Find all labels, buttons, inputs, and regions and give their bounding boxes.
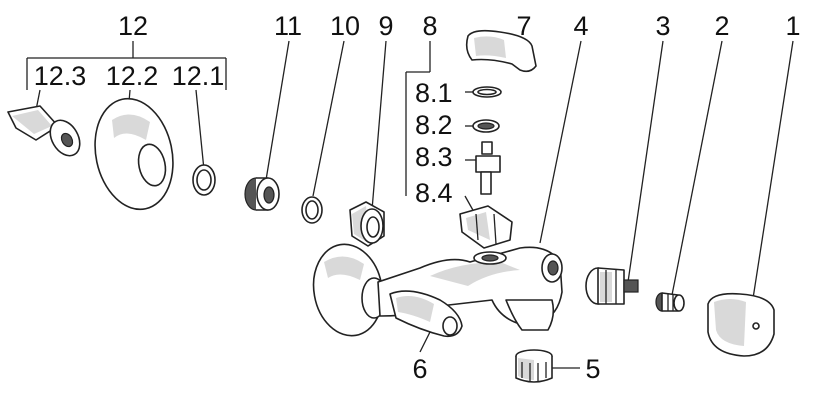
- callout-8-4: 8.4: [415, 178, 453, 208]
- callout-7: 7: [516, 11, 531, 41]
- callout-3: 3: [655, 11, 670, 41]
- part-12-1-ring: [192, 164, 216, 196]
- callout-4: 4: [573, 11, 588, 41]
- part-5-aerator: [515, 349, 553, 383]
- callout-12-1: 12.1: [172, 61, 225, 91]
- bracket-8: [405, 41, 431, 196]
- callout-8-2: 8.2: [415, 110, 453, 140]
- part-12-3-connector: [7, 105, 81, 157]
- callout-9: 9: [378, 11, 393, 41]
- bracket-12: [26, 41, 227, 90]
- part-8-2-ring: [472, 119, 500, 133]
- part-6-diverter-handle: [389, 290, 463, 338]
- part-7-lever: [465, 29, 537, 73]
- part-12-2-rosette: [94, 97, 174, 211]
- callout-8-3: 8.3: [415, 142, 453, 172]
- part-8-1-ring: [472, 86, 502, 98]
- callout-12: 12: [118, 11, 148, 41]
- callout-6: 6: [412, 354, 427, 384]
- part-8-4-insert: [459, 205, 513, 249]
- callout-5: 5: [585, 354, 600, 384]
- callout-1: 1: [785, 11, 800, 41]
- callout-8-1: 8.1: [415, 78, 453, 108]
- callout-8: 8: [422, 11, 437, 41]
- part-1-knob: [707, 292, 775, 357]
- part-2-adapter: [655, 292, 685, 312]
- leader-lines: [32, 40, 794, 369]
- callout-11: 11: [274, 11, 302, 41]
- part-11-nut: [244, 177, 280, 211]
- callout-2: 2: [714, 11, 729, 41]
- part-3-cartridge: [585, 267, 639, 305]
- callout-12-3: 12.3: [34, 61, 87, 91]
- callout-10: 10: [330, 11, 360, 41]
- part-10-o-ring: [301, 196, 323, 224]
- part-9-union-nut: [349, 201, 385, 247]
- callout-12-2: 12.2: [106, 61, 159, 91]
- part-8-3-spindle: [475, 141, 501, 195]
